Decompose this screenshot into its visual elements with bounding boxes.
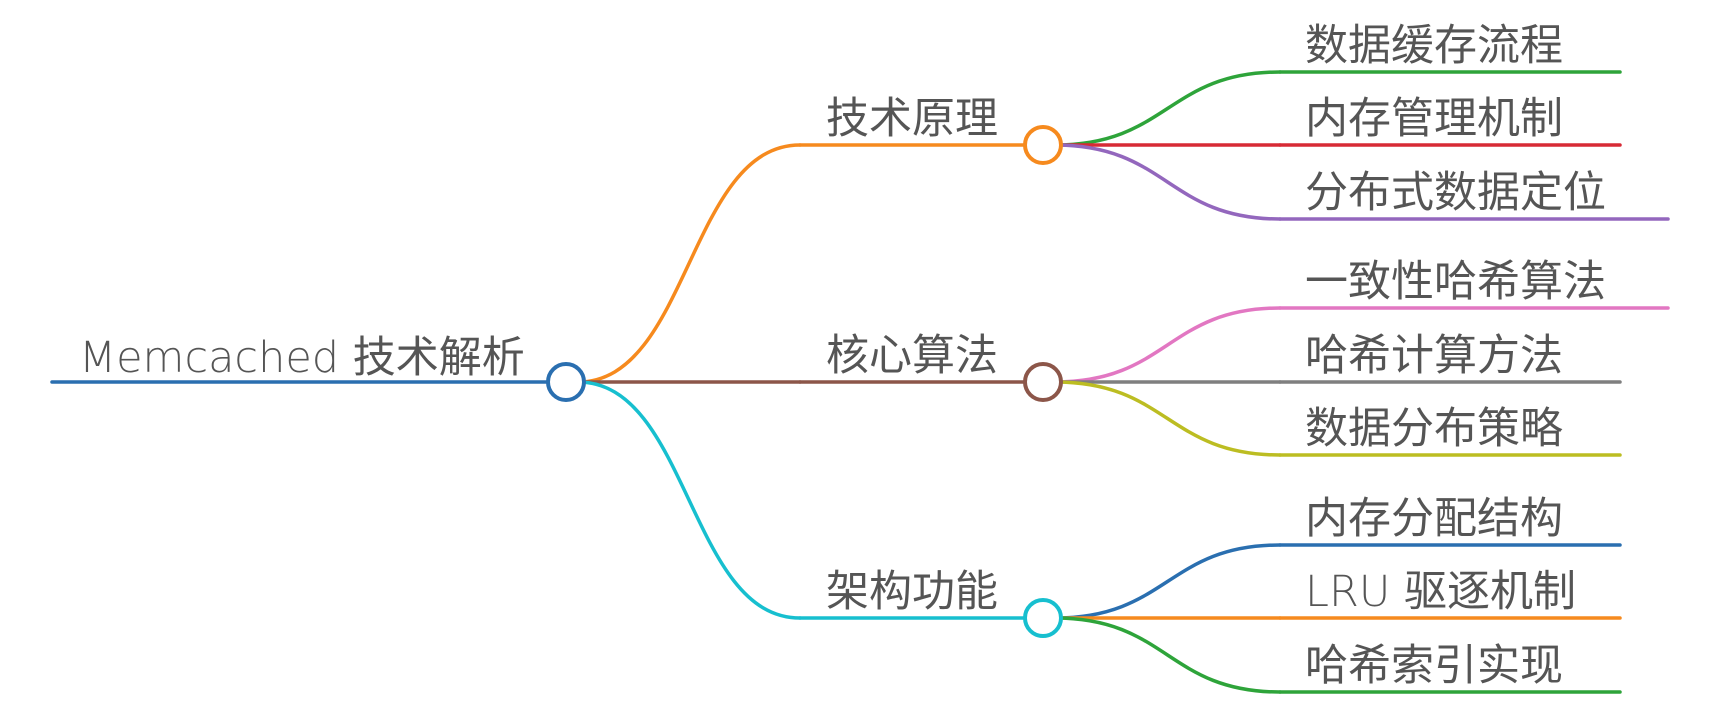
leaf-0-1-label: 内存管理机制 <box>1305 94 1563 144</box>
branch-0-node[interactable] <box>1023 125 1063 165</box>
underline-layer <box>50 70 1670 694</box>
edge-root-to-branch-0 <box>576 143 802 384</box>
root-node[interactable] <box>546 362 586 402</box>
root-label: Memcached 技术解析 <box>79 333 525 383</box>
edge-branch-0-to-leaf-0 <box>1053 70 1282 147</box>
branch-1-node[interactable] <box>1023 362 1063 402</box>
leaf-0-0-label: 数据缓存流程 <box>1305 21 1563 71</box>
leaf-1-1-label: 哈希计算方法 <box>1305 331 1563 381</box>
edge-branch-2-to-leaf-2 <box>1053 616 1282 694</box>
edges-layer <box>576 70 1282 694</box>
branch-0-label: 技术原理 <box>826 94 998 144</box>
edge-branch-1-to-leaf-2 <box>1053 380 1282 457</box>
leaf-0-2-label: 分布式数据定位 <box>1305 168 1606 218</box>
branch-2-node[interactable] <box>1023 598 1063 638</box>
leaf-1-2-label: 数据分布策略 <box>1305 404 1563 454</box>
edge-root-to-branch-2 <box>576 380 802 620</box>
edge-branch-0-to-leaf-2 <box>1053 143 1282 221</box>
leaf-2-1-label: LRU 驱逐机制 <box>1305 567 1576 617</box>
text-layer: Memcached 技术解析 技术原理 数据缓存流程内存管理机制分布式数据定位核心算… <box>79 21 1606 691</box>
leaf-2-0-label: 内存分配结构 <box>1305 494 1563 544</box>
edge-branch-1-to-leaf-0 <box>1053 306 1282 384</box>
leaf-2-2-label: 哈希索引实现 <box>1305 641 1563 691</box>
edge-branch-2-to-leaf-0 <box>1053 543 1282 620</box>
branch-2-label: 架构功能 <box>826 567 998 617</box>
leaf-1-0-label: 一致性哈希算法 <box>1305 257 1606 307</box>
branch-1-label: 核心算法 <box>826 331 998 381</box>
node-layer <box>546 125 1063 638</box>
